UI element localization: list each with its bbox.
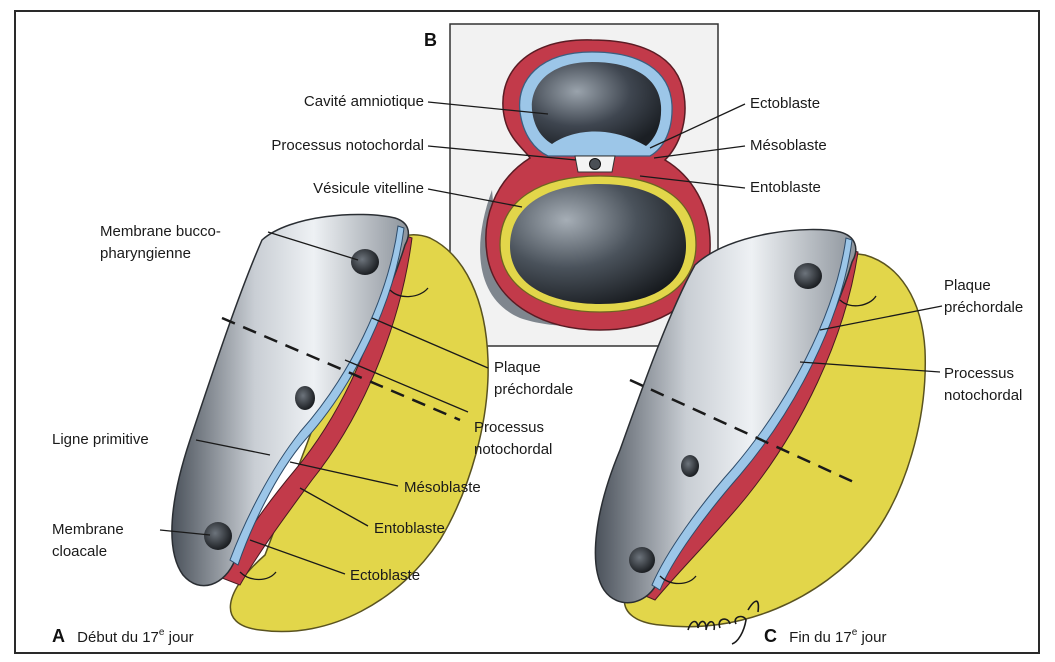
- label-membrane-cloacale-1: Membrane: [52, 521, 124, 538]
- label-ectoblaste-a: Ectoblaste: [350, 567, 420, 584]
- primitive-node-a: [295, 386, 315, 410]
- panel-b-letter: B: [424, 30, 437, 50]
- buccopharyngeal-membrane-a: [351, 249, 379, 275]
- label-membrane-bucco-1: Membrane bucco-: [100, 223, 221, 240]
- caption-a-text: Début du 17: [77, 629, 159, 646]
- label-mesoblaste-a: Mésoblaste: [404, 479, 481, 496]
- label-processus-a-2: notochordal: [474, 441, 552, 458]
- label-processus-c-1: Processus: [944, 365, 1014, 382]
- caption-c-text: Fin du 17: [789, 629, 852, 646]
- cloacal-membrane-c: [629, 547, 655, 573]
- label-plaque-c-2: préchordale: [944, 299, 1023, 316]
- label-mesoblaste-b: Mésoblaste: [750, 137, 827, 154]
- buccopharyngeal-membrane-c: [794, 263, 822, 289]
- panel-b: [450, 24, 718, 346]
- yolk-sac-cavity: [510, 184, 686, 304]
- label-plaque-a-1: Plaque: [494, 359, 541, 376]
- label-entoblaste-b: Entoblaste: [750, 179, 821, 196]
- label-entoblaste-a: Entoblaste: [374, 520, 445, 537]
- label-membrane-cloacale-2: cloacale: [52, 543, 107, 560]
- label-membrane-bucco-2: pharyngienne: [100, 245, 191, 262]
- label-processus-c-2: notochordal: [944, 387, 1022, 404]
- caption-a: A Début du 17e jour: [52, 626, 194, 646]
- notochordal-process: [590, 159, 601, 170]
- label-cavite-amniotique: Cavité amniotique: [304, 93, 424, 110]
- label-plaque-c-1: Plaque: [944, 277, 991, 294]
- caption-c-letter: C: [764, 626, 777, 646]
- caption-c-end: jour: [857, 629, 886, 646]
- label-processus-a-1: Processus: [474, 419, 544, 436]
- label-ligne-primitive: Ligne primitive: [52, 431, 149, 448]
- cloacal-membrane-a: [204, 522, 232, 550]
- caption-a-letter: A: [52, 626, 65, 646]
- label-ectoblaste-b: Ectoblaste: [750, 95, 820, 112]
- label-vesicule-vitelline: Vésicule vitelline: [313, 180, 424, 197]
- label-plaque-a-2: préchordale: [494, 381, 573, 398]
- caption-c: C Fin du 17e jour: [764, 626, 886, 646]
- caption-a-end: jour: [164, 629, 193, 646]
- label-processus-notochordal-b: Processus notochordal: [271, 137, 424, 154]
- primitive-node-c: [681, 455, 699, 477]
